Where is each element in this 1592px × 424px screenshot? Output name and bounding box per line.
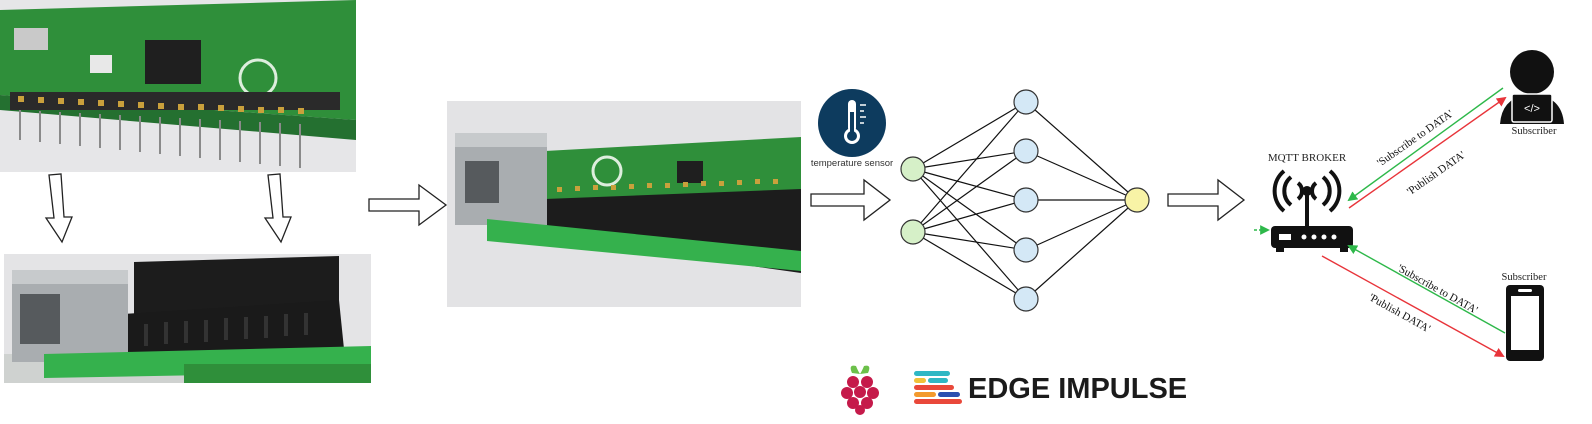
edge-impulse-logo	[914, 371, 962, 404]
nn-input-node	[900, 219, 926, 245]
nn-hidden-node	[1013, 89, 1039, 115]
sensor-label: temperature sensor	[811, 158, 893, 169]
subscribe-line-top	[1347, 87, 1504, 202]
nn-input-node	[900, 156, 926, 182]
thermometer-icon	[818, 89, 886, 157]
edge-impulse-wordmark: EDGE IMPULSE	[968, 373, 1187, 405]
smartphone-icon	[1506, 285, 1544, 361]
subscriber-label-bottom: Subscriber	[1502, 272, 1547, 283]
down-arrow-right	[263, 173, 292, 244]
right-arrow-2	[810, 178, 892, 222]
right-arrow-1	[368, 183, 448, 227]
nn-hidden-node	[1013, 138, 1039, 164]
developer-laptop-icon: </>	[1500, 50, 1564, 124]
down-arrow-left	[44, 173, 73, 244]
pico-ethernet-photo	[447, 101, 801, 307]
publish-line-top	[1348, 96, 1507, 209]
nn-hidden-node	[1013, 286, 1039, 312]
publish-label-top: 'Publish DATA'	[1405, 149, 1468, 198]
raspberry-pi-logo	[841, 365, 879, 415]
nn-output-node	[1124, 187, 1150, 213]
svg-text:</>: </>	[1524, 103, 1540, 115]
pico-board-photo	[0, 0, 356, 172]
subscriber-label-top: Subscriber	[1512, 126, 1557, 137]
right-arrow-3	[1167, 178, 1246, 222]
broker-title: MQTT BROKER	[1268, 152, 1347, 164]
ethernet-hat-photo	[4, 254, 371, 383]
nn-edges	[912, 101, 1138, 300]
publish-line-bottom	[1321, 255, 1505, 357]
nn-hidden-node	[1013, 187, 1039, 213]
wifi-router-icon	[1271, 169, 1353, 252]
nn-hidden-node	[1013, 237, 1039, 263]
subscribe-label-bottom: 'Subscribe to DATA'	[1395, 262, 1479, 316]
subscribe-line-bottom	[1347, 245, 1506, 334]
